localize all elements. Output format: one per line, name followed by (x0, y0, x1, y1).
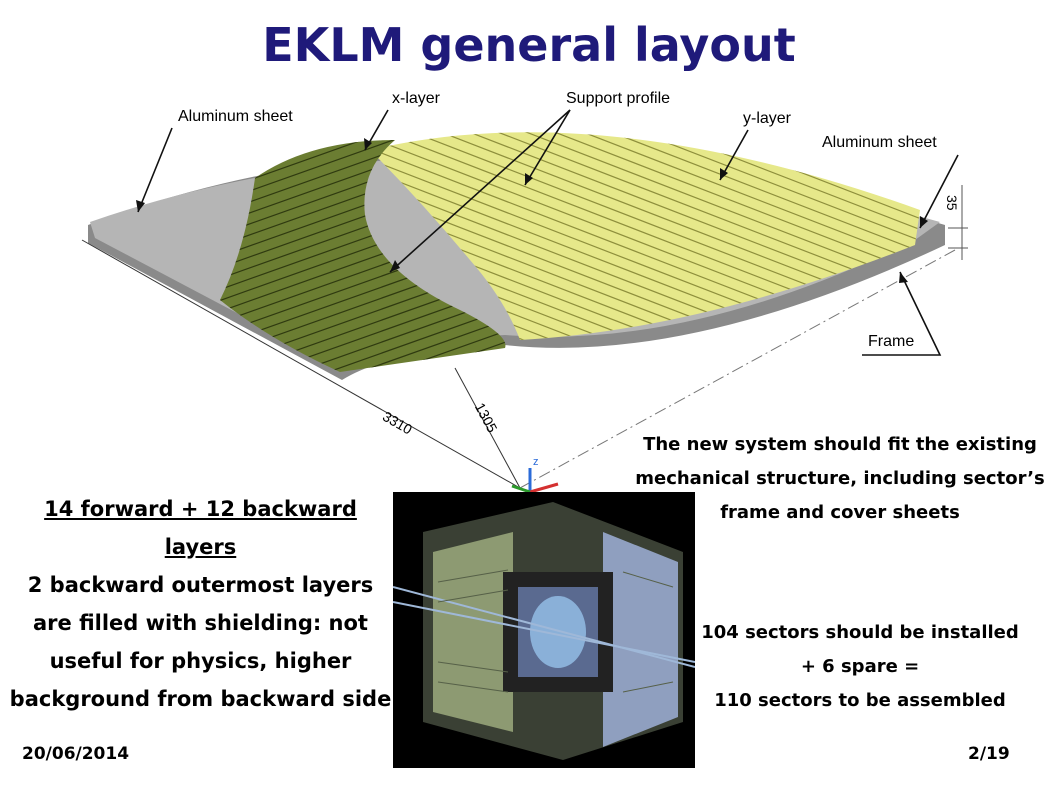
left-text-line: background from backward side (9, 687, 392, 711)
axis-z-label: z (533, 456, 539, 468)
right-text-line: frame and cover sheets (720, 502, 960, 523)
right-text-line: + 6 spare = (800, 656, 920, 677)
right-text-line: mechanical structure, including sector’s (635, 468, 1045, 489)
right-text-block-1: The new system should fit the existing m… (630, 428, 1050, 530)
footer-date: 20/06/2014 (22, 744, 130, 764)
aluminum-sheet-right-label: Aluminum sheet (822, 134, 937, 151)
right-text-line: 104 sectors should be installed (701, 622, 1019, 643)
left-text-line: useful for physics, higher (49, 649, 352, 673)
x-layer-label: x-layer (392, 90, 441, 107)
right-text-line: 110 sectors to be assembled (714, 690, 1006, 711)
y-layer-label: y-layer (743, 110, 792, 127)
left-text-line: are filled with shielding: not (33, 611, 368, 635)
left-text-block: 14 forward + 12 backward layers 2 backwa… (8, 490, 393, 718)
sector-diagram (81, 109, 968, 494)
aluminum-sheet-left-label: Aluminum sheet (178, 108, 293, 125)
footer-page-number: 2/19 (968, 744, 1010, 764)
dimension-35-label: 35 (944, 195, 960, 211)
frame-label: Frame (868, 333, 915, 350)
right-text-line: The new system should fit the existing (643, 434, 1037, 455)
detector-cutaway-image (393, 492, 695, 768)
right-text-block-2: 104 sectors should be installed + 6 spar… (680, 616, 1040, 718)
left-text-line: 2 backward outermost layers (27, 573, 374, 597)
layers-heading: 14 forward + 12 backward layers (44, 497, 357, 559)
support-profile-label: Support profile (566, 90, 671, 107)
slide-title: EKLM general layout (262, 18, 796, 72)
